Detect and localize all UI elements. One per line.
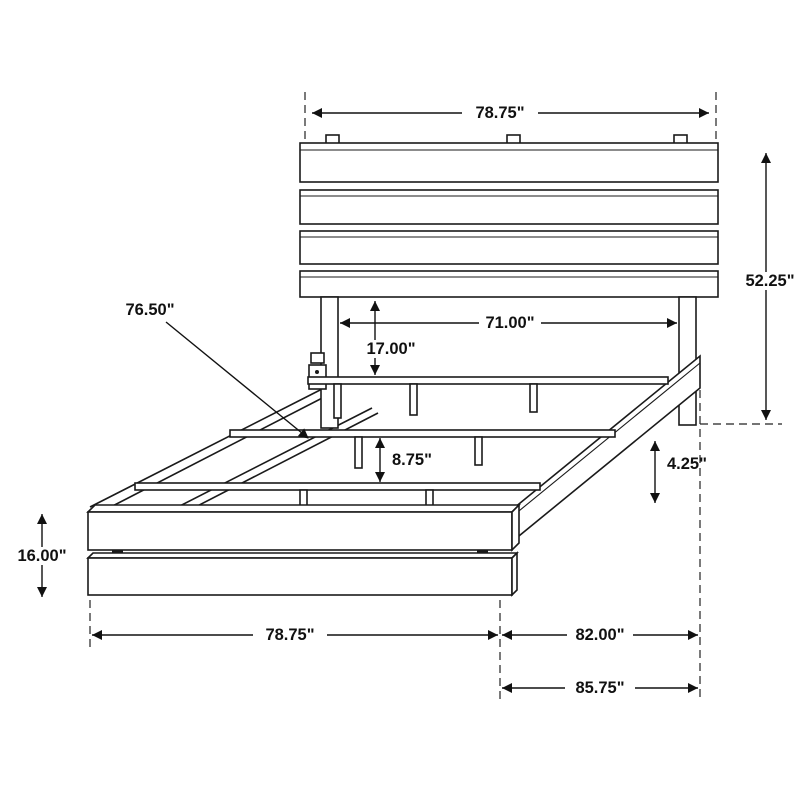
- slat-foot: [354, 436, 363, 469]
- center-support-rail: [167, 407, 379, 518]
- dim-label-footboard-width: 78.75": [265, 626, 314, 644]
- side-rail-left: [89, 386, 333, 515]
- dim-label-top-width: 78.75": [475, 104, 524, 122]
- dim-footboard-width: 78.75": [92, 626, 498, 644]
- dim-slat-rail-length: 76.50": [125, 301, 309, 439]
- headboard-plank: [299, 230, 719, 265]
- slat: [229, 429, 616, 469]
- dim-footboard-height: 16.00": [13, 514, 71, 597]
- dim-label-inner-width: 71.00": [485, 314, 534, 332]
- footboard-plank: [87, 557, 513, 596]
- dim-label-side-rail-offset: 4.25": [667, 455, 707, 473]
- leader-line: [165, 321, 309, 439]
- slat-foot: [474, 436, 483, 466]
- bolt: [315, 370, 319, 374]
- slat-foot: [529, 383, 538, 413]
- footboard: [86, 503, 521, 597]
- dim-overall-length: 85.75": [502, 679, 698, 697]
- headboard-plank: [299, 270, 719, 298]
- slat-foot: [409, 383, 418, 416]
- slat-foot: [333, 383, 342, 419]
- dim-label-slat-spacing: 8.75": [392, 451, 432, 469]
- dim-label-headboard-height: 52.25": [745, 272, 794, 290]
- dim-label-frame-length: 82.00": [575, 626, 624, 644]
- dim-slat-spacing: 8.75": [375, 438, 432, 482]
- dim-label-slat-rail-length: 76.50": [125, 301, 174, 319]
- slats: [134, 376, 669, 513]
- footboard-plank-end: [511, 551, 518, 597]
- dim-headboard-height: 52.25": [700, 153, 798, 425]
- slat: [307, 376, 669, 419]
- rail-top-edge: [502, 362, 701, 525]
- headboard: [299, 134, 719, 298]
- footboard-plank-end: [511, 503, 520, 552]
- dim-label-headboard-to-slats: 17.00": [366, 340, 415, 358]
- headboard-plank: [299, 142, 719, 183]
- dim-frame-length: 82.00": [502, 626, 698, 644]
- slat: [134, 482, 541, 513]
- dim-inner-width: 71.00": [340, 314, 677, 332]
- dim-side-rail-offset: 4.25": [650, 441, 707, 503]
- footboard-plank-top-face: [86, 504, 521, 513]
- dim-label-footboard-height: 16.00": [17, 547, 66, 565]
- dim-top-width: 78.75": [304, 92, 717, 144]
- dim-label-overall-length: 85.75": [575, 679, 624, 697]
- headboard-plank: [299, 189, 719, 225]
- dim-headboard-to-slats: 17.00": [362, 301, 420, 375]
- footboard-plank: [87, 511, 513, 551]
